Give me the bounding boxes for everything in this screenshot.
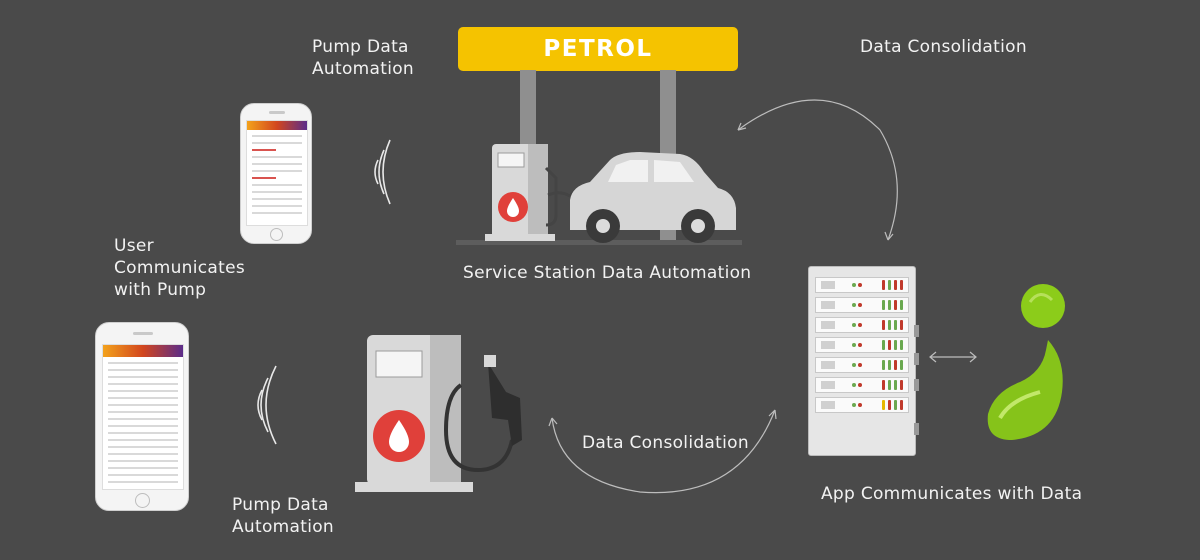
label-app-communicates: App Communicates with Data [821, 484, 1083, 504]
server-unit [815, 397, 909, 413]
curved-arrow-top [737, 99, 898, 241]
wifi-signal-icon-top [374, 139, 391, 205]
petrol-sign: PETROL [458, 27, 738, 71]
wifi-signal-icon-bottom [257, 365, 277, 445]
label-data-consolidation-top: Data Consolidation [860, 37, 1027, 57]
brand-logo-icon [987, 284, 1065, 440]
server-unit [815, 277, 909, 293]
fuel-pump-icon-bottom [355, 335, 522, 492]
double-arrow-icon [929, 351, 977, 363]
server-unit [815, 297, 909, 313]
server-unit [815, 357, 909, 373]
curved-arrow-bottom [551, 409, 776, 494]
label-data-consolidation-bottom: Data Consolidation [582, 433, 749, 453]
server-unit [815, 377, 909, 393]
label-pump-data-automation-bottom: Pump Data Automation [232, 495, 335, 537]
smartphone-icon-bottom [95, 322, 189, 511]
label-user-communicates: User Communicates with Pump [114, 236, 246, 300]
fuel-pump-icon-top [485, 144, 578, 241]
label-service-station: Service Station Data Automation [463, 263, 752, 283]
server-rack-icon [808, 266, 919, 456]
smartphone-icon-top [240, 103, 312, 244]
car-icon [570, 152, 736, 243]
server-unit [815, 317, 909, 333]
label-pump-data-automation-top: Pump Data Automation [312, 37, 415, 79]
server-unit [815, 337, 909, 353]
